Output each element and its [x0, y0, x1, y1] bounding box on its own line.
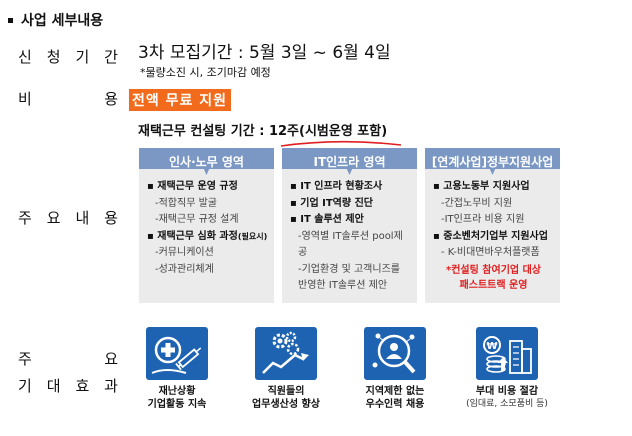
list-item: 반영한 IT솔루션 제안 — [298, 280, 388, 291]
caption-line: 기업활동 지속 — [147, 399, 207, 410]
section-title-text: 사업 세부내용 — [21, 13, 104, 29]
list-item: ▪ IT 인프라 현황조사 — [290, 181, 383, 192]
list-item: ▪ 재택근무 운영 규정 — [147, 181, 238, 192]
effect-caption: 지역제한 없는 우수인력 채용 — [340, 385, 450, 411]
list-item: -영역별 IT솔루션 pool제공 — [298, 230, 403, 259]
label-char: 효 — [75, 377, 90, 395]
label-content: 주 요 내 용 — [18, 207, 118, 228]
list-item: - K-비대면바우처플랫폼 — [441, 247, 540, 258]
effect-caption: 부대 비용 절감 (임대료, 소모품비 등) — [452, 385, 562, 411]
cost-badge: 전액 무료 지원 — [129, 89, 232, 111]
effect-caption: 재난상황 기업활동 지속 — [122, 385, 232, 411]
column-header: 인사·노무 영역 — [139, 148, 274, 175]
column-header: [연계사업]정부지원사업 — [425, 148, 560, 175]
label-char: 용 — [104, 209, 118, 227]
list-item: ▪ IT 솔루션 제안 — [290, 214, 364, 225]
label-cost: 비 용 — [18, 88, 118, 109]
caption-line: 재난상황 — [158, 386, 196, 397]
caption-line: 직원들의 — [267, 386, 305, 397]
caption-line: 우수인력 채용 — [365, 399, 425, 410]
label-effect-line1: 주 요 — [18, 348, 118, 369]
section-title: 사업 세부내용 — [8, 10, 103, 30]
label-char: 기 — [75, 48, 90, 66]
cost-saving-buildings-icon: ₩ — [476, 327, 538, 380]
talent-search-icon — [364, 327, 426, 380]
column-list: ▪ IT 인프라 현황조사 ▪ 기업 IT역량 진단 ▪ IT 솔루션 제안 -… — [282, 175, 417, 295]
list-item-text: ▪ 재택근무 심화 과정 — [147, 230, 238, 242]
list-item: -기업환경 및 고객니즈를 — [298, 263, 400, 275]
column-header: IT인프라 영역 — [282, 148, 417, 175]
duration-line: 재택근무 컨설팅 기간 : 12주(시범운영 포함) — [138, 120, 387, 139]
caption-line: 업무생산성 향상 — [252, 399, 320, 410]
list-item-highlight: 패스트트랙 운영 — [459, 279, 528, 291]
column-list: ▪ 재택근무 운영 규정 -적합직무 발굴 -재택근무 규정 설계 ▪ 재택근무… — [139, 175, 274, 278]
label-char: 요 — [46, 209, 61, 227]
label-char: 대 — [46, 377, 61, 395]
label-char: 비 — [18, 90, 32, 108]
caption-note: (임대료, 소모품비 등) — [466, 399, 548, 409]
red-underline-swoosh — [280, 140, 402, 147]
list-item: -IT인프라 비용 지원 — [441, 214, 525, 225]
section-bullet-icon — [8, 17, 13, 23]
medical-syringe-icon — [146, 327, 208, 380]
label-char: 내 — [75, 209, 90, 227]
label-effect-line2: 기 대 효 과 — [18, 375, 118, 396]
list-item: -재택근무 규정 설계 — [155, 214, 239, 225]
column-list: ▪ 고용노동부 지원사업 -간접노무비 지원 -IT인프라 비용 지원 ▪ 중소… — [425, 175, 560, 292]
column-hr-labor: 인사·노무 영역 ▪ 재택근무 운영 규정 -적합직무 발굴 -재택근무 규정 … — [139, 148, 274, 303]
list-item: ▪ 중소벤처기업부 지원사업 — [433, 230, 548, 242]
list-item: -간접노무비 지원 — [441, 197, 513, 209]
list-item-note: (필요시) — [237, 231, 268, 241]
column-it-infra: IT인프라 영역 ▪ IT 인프라 현황조사 ▪ 기업 IT역량 진단 ▪ IT… — [282, 148, 417, 303]
duration-value: 12주(시범운영 포함) — [268, 124, 388, 139]
list-item: ▪ 재택근무 심화 과정(필요시) — [147, 229, 268, 246]
list-item: -적합직무 발굴 — [155, 197, 217, 209]
effect-caption: 직원들의 업무생산성 향상 — [231, 385, 341, 411]
list-item: -성과관리체계 — [155, 263, 214, 275]
period-note: *물량소진 시, 조기마감 예정 — [140, 66, 271, 79]
list-item: -커뮤니케이션 — [155, 247, 214, 258]
label-char: 과 — [104, 377, 118, 395]
caption-line: 지역제한 없는 — [365, 386, 425, 397]
label-char: 기 — [18, 377, 32, 395]
label-char: 용 — [104, 90, 118, 108]
label-char: 주 — [18, 350, 32, 368]
list-item: ▪ 기업 IT역량 진단 — [290, 197, 373, 209]
label-char: 주 — [18, 209, 32, 227]
label-char: 요 — [104, 350, 118, 368]
label-char: 간 — [104, 48, 118, 66]
svg-text:₩: ₩ — [486, 341, 497, 352]
period-main: 3차 모집기간 : 5월 3일 ~ 6월 4일 — [138, 43, 391, 63]
label-char: 청 — [46, 48, 61, 66]
duration-label: 재택근무 컨설팅 기간 : — [138, 124, 269, 139]
label-char: 신 — [18, 48, 32, 66]
label-period: 신 청 기 간 — [18, 46, 118, 67]
list-item: ▪ 고용노동부 지원사업 — [433, 181, 530, 192]
column-gov-support: [연계사업]정부지원사업 ▪ 고용노동부 지원사업 -간접노무비 지원 -IT인… — [425, 148, 560, 303]
gear-growth-chart-icon — [255, 327, 317, 380]
caption-line: 부대 비용 절감 — [475, 386, 539, 397]
list-item-highlight: *컨설팅 참여기업 대상 — [446, 264, 541, 276]
